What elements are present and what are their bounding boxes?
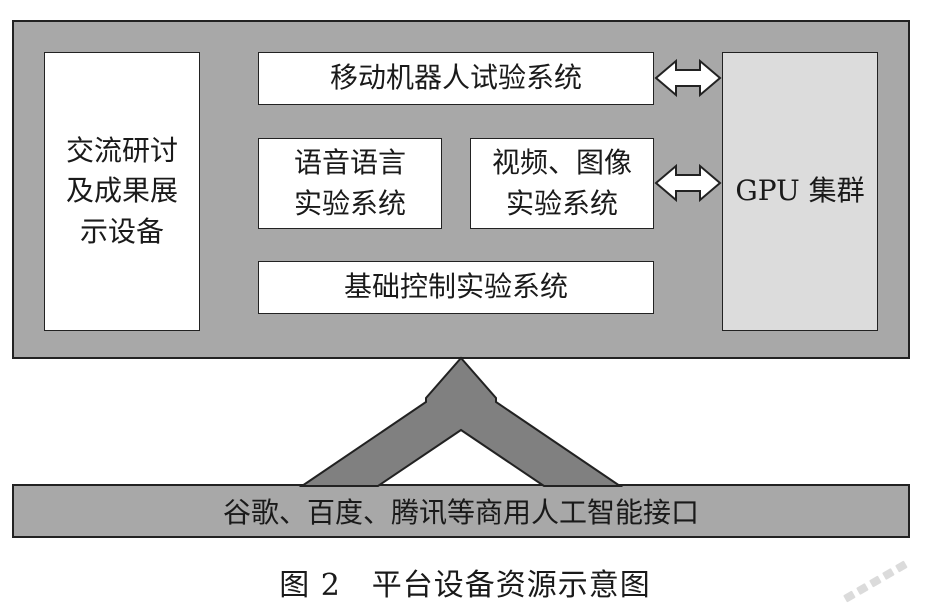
basic-control-system-box: 基础控制实验系统 <box>258 261 654 314</box>
commercial-ai-interface-label: 谷歌、百度、腾讯等商用人工智能接口 <box>222 496 699 529</box>
mobile-robot-system-label: 移动机器人试验系统 <box>329 61 582 95</box>
watermark-logo <box>843 560 908 603</box>
upward-support-arrow <box>298 356 624 487</box>
video-image-system-label: 视频、图像 实验系统 <box>491 145 632 220</box>
commercial-ai-interface-bar: 谷歌、百度、腾讯等商用人工智能接口 <box>12 484 910 538</box>
mobile-robot-system-box: 移动机器人试验系统 <box>258 52 654 105</box>
gpu-cluster-label: GPU 集群 <box>735 174 865 208</box>
video-image-system-box: 视频、图像 实验系统 <box>470 138 654 229</box>
speech-language-system-box: 语音语言 实验系统 <box>258 138 442 229</box>
gpu-cluster-box: GPU 集群 <box>722 52 878 331</box>
exchange-display-equipment-box: 交流研讨 及成果展 示设备 <box>44 52 200 331</box>
exchange-display-equipment-label: 交流研讨 及成果展 示设备 <box>65 133 178 248</box>
basic-control-system-label: 基础控制实验系统 <box>343 270 568 304</box>
speech-language-system-label: 语音语言 实验系统 <box>293 145 406 220</box>
figure-caption: 图 2 平台设备资源示意图 <box>279 568 651 603</box>
